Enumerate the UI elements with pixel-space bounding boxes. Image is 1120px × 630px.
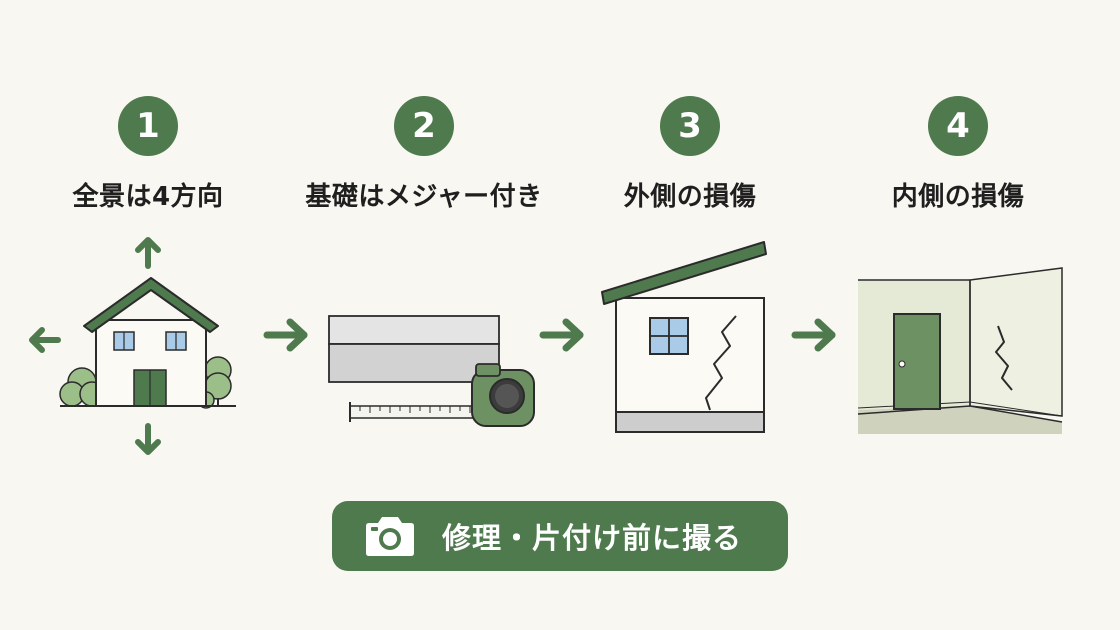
step-1-label: 全景は4方向 [72,182,224,212]
step-3-label: 外側の損傷 [623,182,757,212]
step-2-number: 2 [394,96,454,156]
flow-arrow-icon [791,318,836,352]
step-4-label: 内側の損傷 [891,182,1025,212]
step-2-label: 基礎はメジャー付き [305,182,543,212]
house-illustration [29,237,236,455]
flow-arrow-icon [539,318,584,352]
step-1-number: 1 [118,96,178,156]
arrow-down-icon [135,423,161,455]
arrow-left-icon [29,327,61,353]
step-4-number: 4 [928,96,988,156]
camera-icon [366,517,414,556]
interior-damage-illustration [857,267,1063,434]
banner-text: 修理・片付け前に撮る [442,521,743,555]
foundation-measure-illustration [328,315,535,427]
arrow-up-icon [135,237,161,269]
step-3-number: 3 [660,96,720,156]
exterior-damage-illustration [601,241,767,433]
photo-timing-banner: 修理・片付け前に撮る [332,501,788,571]
flow-arrow-icon [263,318,308,352]
